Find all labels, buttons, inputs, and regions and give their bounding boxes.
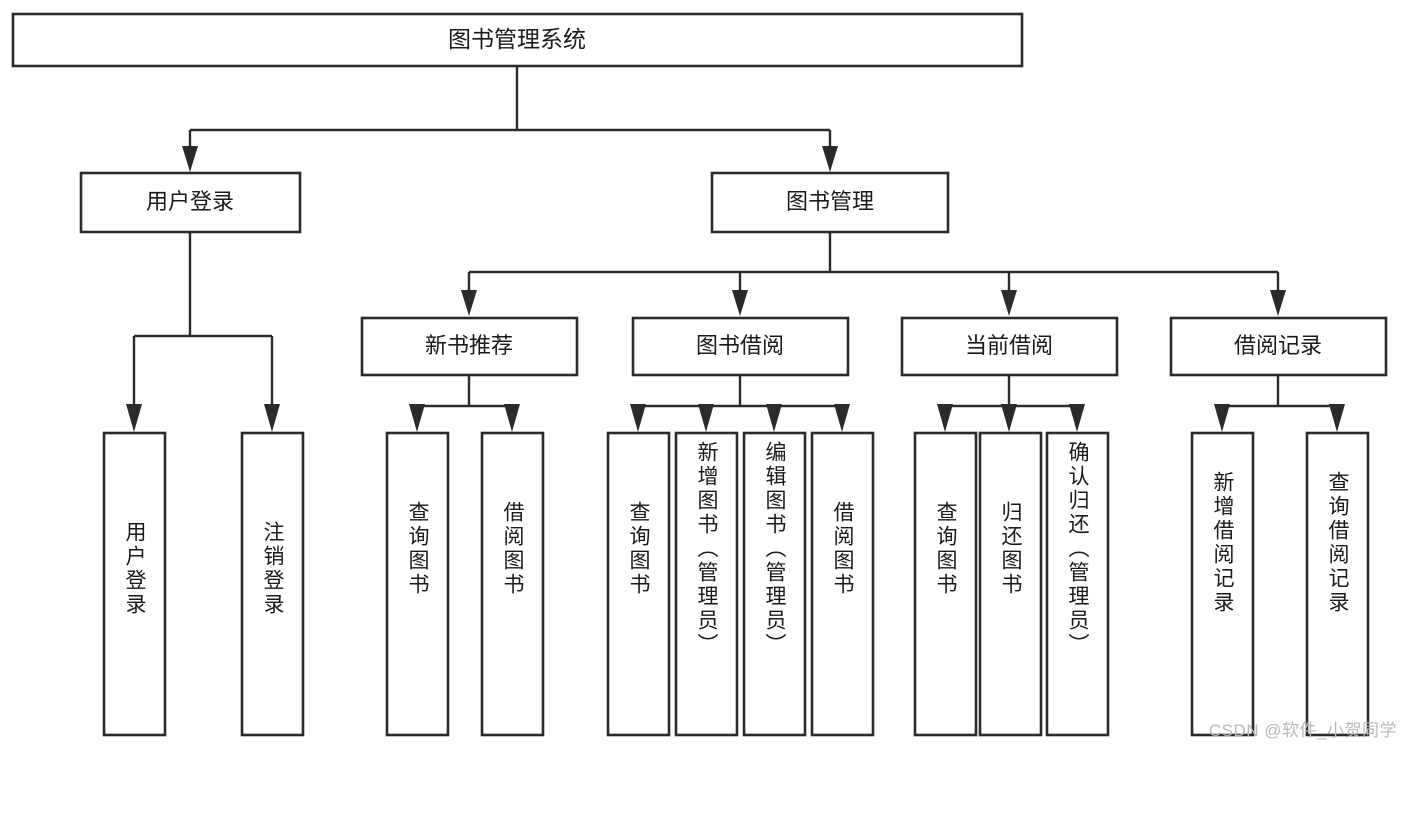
node-leaf-query-record[interactable] xyxy=(1305,431,1370,737)
node-new-book-rec-label: 新书推荐 xyxy=(425,333,513,358)
diagram-canvas: 图书管理系统 用户登录 图书管理 新书推荐 图书借阅 当前借阅 借阅记录 xyxy=(11,12,1388,737)
node-root-label: 图书管理系统 xyxy=(448,26,586,52)
connector-bookborrow-to-leaves xyxy=(630,376,850,432)
node-leaf-add-book[interactable] xyxy=(674,431,739,737)
node-user-login[interactable]: 用户登录 xyxy=(79,171,302,234)
node-new-book-rec[interactable]: 新书推荐 xyxy=(360,316,579,377)
node-leaf-query-book-borrow[interactable] xyxy=(606,431,671,737)
node-book-borrow-label: 图书借阅 xyxy=(696,333,784,358)
node-leaf-borrow-book-rec[interactable] xyxy=(480,431,545,737)
node-leaf-query-book-rec[interactable] xyxy=(385,431,450,737)
connector-borrowrecord-to-leaves xyxy=(1214,376,1345,432)
node-leaf-edit-book[interactable] xyxy=(742,431,807,737)
node-book-borrow[interactable]: 图书借阅 xyxy=(631,316,850,377)
connector-newbookrec-to-leaves xyxy=(409,376,520,432)
node-borrow-record-label: 借阅记录 xyxy=(1234,333,1322,358)
node-leaf-borrow-book[interactable] xyxy=(810,431,875,737)
node-book-manage[interactable]: 图书管理 xyxy=(710,171,950,234)
node-leaf-user-login[interactable] xyxy=(102,431,167,737)
csdn-watermark: CSDN @软件_小贺同学 xyxy=(1208,721,1397,740)
node-leaf-logout[interactable] xyxy=(240,431,305,737)
node-borrow-record[interactable]: 借阅记录 xyxy=(1169,316,1388,377)
node-leaf-confirm-return[interactable] xyxy=(1045,431,1110,737)
node-leaf-query-book-current[interactable] xyxy=(913,431,978,737)
node-user-login-label: 用户登录 xyxy=(146,189,234,214)
node-current-borrow-label: 当前借阅 xyxy=(965,333,1053,358)
node-root[interactable]: 图书管理系统 xyxy=(11,12,1024,68)
flowchart-diagram: 图书管理系统 用户登录 图书管理 新书推荐 图书借阅 当前借阅 借阅记录 xyxy=(11,12,1397,740)
node-leaf-add-record[interactable] xyxy=(1190,431,1255,737)
connector-currentborrow-to-leaves xyxy=(937,376,1085,432)
connector-bookmanage-to-level2 xyxy=(461,233,1286,316)
node-current-borrow[interactable]: 当前借阅 xyxy=(900,316,1119,377)
node-book-manage-label: 图书管理 xyxy=(786,189,874,214)
connector-root-to-level1 xyxy=(182,66,838,172)
node-leaf-return-book[interactable] xyxy=(978,431,1043,737)
connector-userlogin-to-leaves xyxy=(126,233,280,432)
